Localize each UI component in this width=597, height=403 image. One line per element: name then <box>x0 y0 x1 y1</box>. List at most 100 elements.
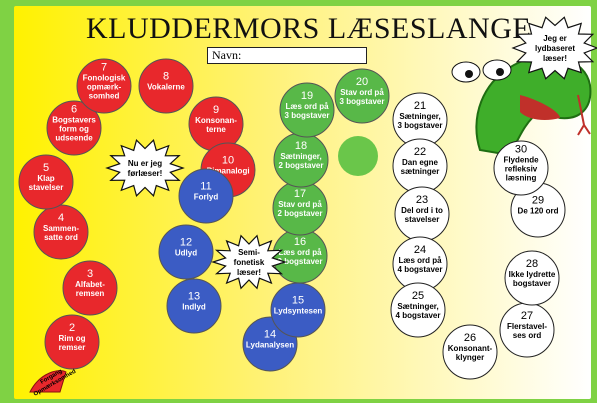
cell-circle <box>334 68 390 124</box>
cell-label: form og <box>59 125 89 134</box>
cell-label: læsning <box>506 174 537 183</box>
burst-shape <box>511 16 597 80</box>
cell-number: 20 <box>356 76 368 88</box>
cell-label: Alfabet- <box>75 280 105 289</box>
burst-text: Semi- <box>238 248 260 257</box>
cell-label: Konsonan- <box>195 116 237 125</box>
cell-number: 27 <box>521 310 533 322</box>
cell-number: 23 <box>416 194 428 206</box>
name-field[interactable]: Navn: <box>207 47 367 64</box>
cell-label: Sætninger, <box>397 302 438 311</box>
cell-label: Stav ord på <box>278 200 322 209</box>
cell-number: 19 <box>301 90 313 102</box>
cell-label: Konsonant- <box>448 344 493 353</box>
name-field-label: Navn: <box>212 48 242 62</box>
cell-number: 2 <box>69 322 75 334</box>
cell-number: 15 <box>292 295 304 307</box>
cell-label: refleksiv <box>505 165 538 174</box>
cell-label: Sætninger, <box>280 152 321 161</box>
cell-label: Udlyd <box>175 249 197 258</box>
cell-number: 25 <box>412 290 424 302</box>
cell-number: 29 <box>532 195 544 207</box>
cell-label: somhed <box>89 92 120 101</box>
cell-number: 14 <box>264 329 276 341</box>
cell-label: sætninger <box>401 167 440 176</box>
cell-label: Sætninger, <box>399 112 440 121</box>
cell-label: stavelser <box>405 215 440 224</box>
cell-number: 28 <box>526 258 538 270</box>
cell-label: Lydanalysen <box>246 341 294 350</box>
green-blob <box>338 136 378 176</box>
cell-number: 12 <box>180 237 192 249</box>
page-title: KLUDDERMORS LÆSESLANGE <box>86 12 532 45</box>
cell-number: 6 <box>71 104 77 116</box>
cell-number: 4 <box>58 212 64 224</box>
cell-number: 18 <box>295 140 307 152</box>
cell-label: Indlyd <box>182 303 206 312</box>
cell-label: remser <box>59 343 86 352</box>
cell-label: Flerstavel- <box>507 322 547 331</box>
cell-circle <box>44 314 100 370</box>
cell-circle <box>18 154 74 210</box>
cell-label: De 120 ord <box>518 207 559 216</box>
cell-label: Klap <box>37 174 54 183</box>
cell-circle <box>493 140 549 196</box>
cell-circle <box>504 250 560 306</box>
burst-shape <box>105 139 185 197</box>
cell-number: 16 <box>294 236 306 248</box>
cell-number: 21 <box>414 100 426 112</box>
burst-text: læser! <box>543 54 567 63</box>
burst-shape <box>211 234 287 290</box>
snake-head-icon <box>451 55 592 157</box>
cell-circle <box>166 278 222 334</box>
cell-label: Dan egne <box>402 158 439 167</box>
cell-label: Læs ord på <box>398 256 442 265</box>
cell-number: 26 <box>464 332 476 344</box>
cell-number: 11 <box>200 181 211 193</box>
cell-label: remsen <box>76 289 105 298</box>
cell-label: stavelser <box>29 183 64 192</box>
cell-number: 10 <box>222 155 234 167</box>
cell-label: 3 bogstaver <box>398 121 443 130</box>
cell-number: 30 <box>515 144 527 156</box>
cell-label: udseende <box>55 134 93 143</box>
cell-label: Flydende <box>503 156 539 165</box>
cell-label: Læs ord på <box>285 102 329 111</box>
cell-label: bogstaver <box>513 279 551 288</box>
cell-number: 3 <box>87 268 93 280</box>
cell-circle <box>178 168 234 224</box>
cell-label: Forlyd <box>194 193 219 202</box>
cell-circle <box>442 324 498 380</box>
cell-number: 5 <box>43 162 49 174</box>
cell-label: Læs ord på <box>278 248 322 257</box>
burst-text: læser! <box>237 268 261 277</box>
cell-label: 3 bogstaver <box>340 97 385 106</box>
cell-circle <box>62 260 118 316</box>
cell-label: Rim og <box>58 334 85 343</box>
